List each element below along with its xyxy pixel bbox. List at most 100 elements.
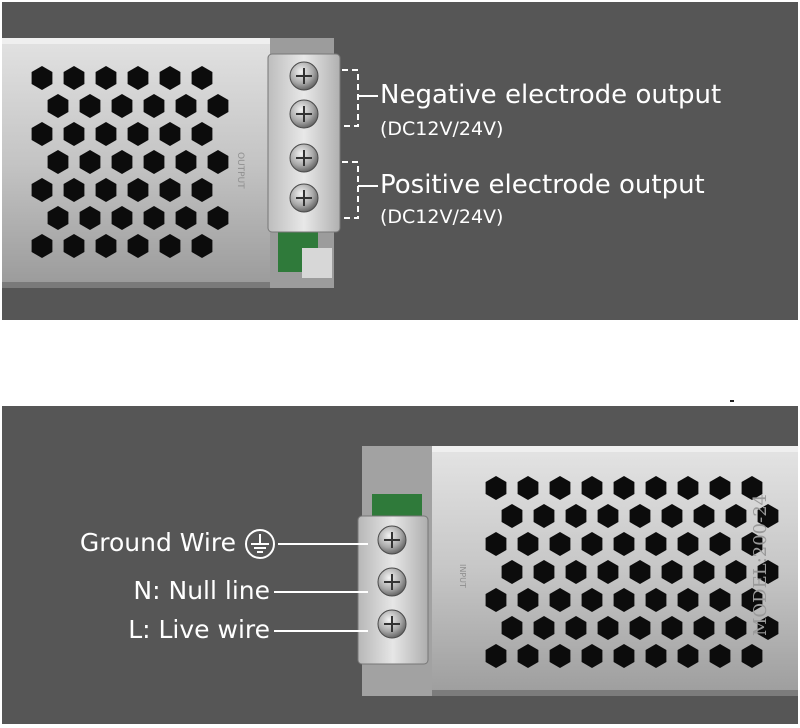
vent-hole (63, 178, 85, 202)
positive-voltage-label: (DC12V/24V) (380, 206, 504, 228)
vent-hole (47, 150, 69, 174)
vent-hole (581, 476, 603, 500)
vent-holes (485, 476, 779, 668)
vent-hole (677, 532, 699, 556)
vent-hole (533, 616, 555, 640)
vent-hole (31, 178, 53, 202)
negative-voltage-label: (DC12V/24V) (380, 118, 504, 140)
terminal-text: OUTPUT (235, 152, 245, 189)
vent-hole (95, 122, 117, 146)
vent-hole (549, 644, 571, 668)
vent-hole (63, 66, 85, 90)
vent-hole (31, 122, 53, 146)
vent-hole (191, 178, 213, 202)
input-terminal-photo: MODEL:200-24 INPUT Ground Wire N: Null l… (2, 406, 798, 724)
ground-symbol-icon (245, 529, 275, 559)
vent-hole (741, 588, 763, 612)
vent-hole (581, 532, 603, 556)
vent-hole (175, 150, 197, 174)
vent-hole (757, 616, 779, 640)
terminal-screws (289, 61, 319, 213)
vent-hole (159, 122, 181, 146)
vent-hole (175, 206, 197, 230)
vent-hole (693, 504, 715, 528)
vent-hole (709, 476, 731, 500)
input-text: INPUT (458, 564, 467, 588)
vent-hole (613, 476, 635, 500)
vent-hole (207, 94, 229, 118)
vent-hole (207, 150, 229, 174)
vent-hole (757, 560, 779, 584)
vent-hole (111, 94, 133, 118)
vent-hole (597, 504, 619, 528)
vent-hole (47, 206, 69, 230)
vent-hole (127, 178, 149, 202)
vent-hole (143, 94, 165, 118)
terminal-block (267, 53, 341, 233)
vent-hole (693, 560, 715, 584)
vent-hole (143, 150, 165, 174)
stray-mark (730, 400, 734, 402)
vent-hole (207, 206, 229, 230)
vent-hole (549, 476, 571, 500)
vent-hole (63, 122, 85, 146)
vent-hole (501, 560, 523, 584)
vent-hole (127, 66, 149, 90)
vent-hole (95, 234, 117, 258)
vent-hole (565, 504, 587, 528)
vent-hole (709, 644, 731, 668)
vent-hole (191, 234, 213, 258)
vent-hole (661, 504, 683, 528)
output-terminal-photo: OUTPUT Negative electrode output (DC12V/… (2, 2, 798, 320)
vent-hole (63, 234, 85, 258)
positive-electrode-label: Positive electrode output (380, 170, 705, 200)
vent-hole (485, 644, 507, 668)
vent-hole (661, 616, 683, 640)
vent-hole (191, 66, 213, 90)
vent-hole (549, 588, 571, 612)
vent-hole (95, 178, 117, 202)
vent-hole (757, 504, 779, 528)
vent-hole (581, 644, 603, 668)
vent-hole (645, 644, 667, 668)
vent-hole (517, 588, 539, 612)
ground-wire-label: Ground Wire (79, 528, 236, 557)
vent-hole (159, 66, 181, 90)
vent-hole (613, 532, 635, 556)
negative-electrode-label: Negative electrode output (380, 80, 722, 110)
vent-hole (677, 644, 699, 668)
vent-hole (485, 588, 507, 612)
vent-hole (613, 644, 635, 668)
vent-hole (597, 560, 619, 584)
vent-hole (127, 234, 149, 258)
vent-hole (517, 476, 539, 500)
vent-hole (191, 122, 213, 146)
vent-hole (501, 616, 523, 640)
vent-hole (533, 504, 555, 528)
vent-hole (143, 206, 165, 230)
vent-hole (111, 150, 133, 174)
vent-hole (47, 94, 69, 118)
vent-hole (501, 504, 523, 528)
vent-hole (79, 206, 101, 230)
vent-hole (517, 644, 539, 668)
vent-hole (31, 234, 53, 258)
vent-hole (725, 504, 747, 528)
vent-hole (31, 66, 53, 90)
vent-hole (79, 94, 101, 118)
vent-hole (741, 644, 763, 668)
vent-hole (613, 588, 635, 612)
vent-hole (725, 560, 747, 584)
input-illustration: MODEL:200-24 INPUT (245, 446, 798, 696)
vent-hole (597, 616, 619, 640)
vent-hole (645, 476, 667, 500)
vent-hole (645, 588, 667, 612)
vent-hole (159, 234, 181, 258)
model-text: MODEL:200-24 (750, 494, 771, 636)
vent-hole (581, 588, 603, 612)
vent-hole (565, 616, 587, 640)
vent-hole (629, 504, 651, 528)
vent-hole (127, 122, 149, 146)
vent-hole (549, 532, 571, 556)
vent-hole (79, 150, 101, 174)
